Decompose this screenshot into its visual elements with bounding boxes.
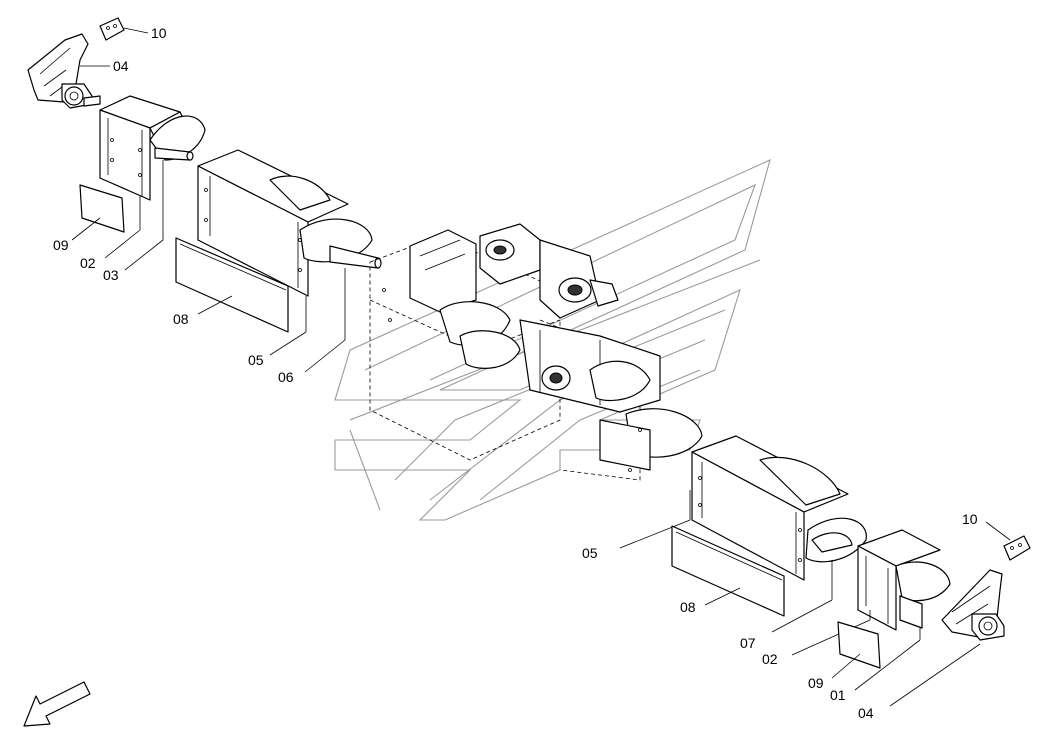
arrow-down-left-icon — [23, 681, 91, 727]
part-08-left-strip — [175, 237, 289, 333]
label-01-right: 01 — [830, 687, 846, 703]
label-07-right: 07 — [740, 635, 756, 651]
part-09-left-shield — [71, 184, 125, 241]
part-02-right-housing — [791, 529, 951, 656]
label-03-left: 03 — [103, 267, 119, 283]
part-04-top-bracket — [27, 33, 110, 109]
label-10-right: 10 — [962, 511, 978, 527]
label-10-top: 10 — [151, 25, 167, 41]
label-02-right: 02 — [762, 651, 778, 667]
label-09-right: 09 — [808, 675, 824, 691]
part-05-right-auger-housing — [619, 435, 849, 581]
central-gearbox-assembly — [369, 223, 703, 481]
part-01-right-support — [854, 595, 923, 691]
label-05-left: 05 — [248, 352, 264, 368]
label-02-left: 02 — [80, 255, 96, 271]
label-04-top: 04 — [113, 58, 129, 74]
part-03-left-auger-shaft — [124, 115, 206, 271]
label-06-left: 06 — [278, 369, 294, 385]
label-09-left: 09 — [53, 237, 69, 253]
label-04-right: 04 — [858, 705, 874, 721]
part-05-left-auger-housing — [197, 149, 382, 373]
part-04-right-bracket — [889, 569, 1005, 707]
part-08-right-strip — [671, 525, 785, 617]
label-08-right: 08 — [680, 599, 696, 615]
label-08-left: 08 — [173, 311, 189, 327]
part-09-right-shield — [831, 621, 881, 679]
part-07-right-auger-flight — [771, 517, 867, 633]
label-05-right: 05 — [582, 545, 598, 561]
part-10-right-plate — [985, 521, 1031, 561]
part-10-top-plate — [99, 17, 149, 41]
